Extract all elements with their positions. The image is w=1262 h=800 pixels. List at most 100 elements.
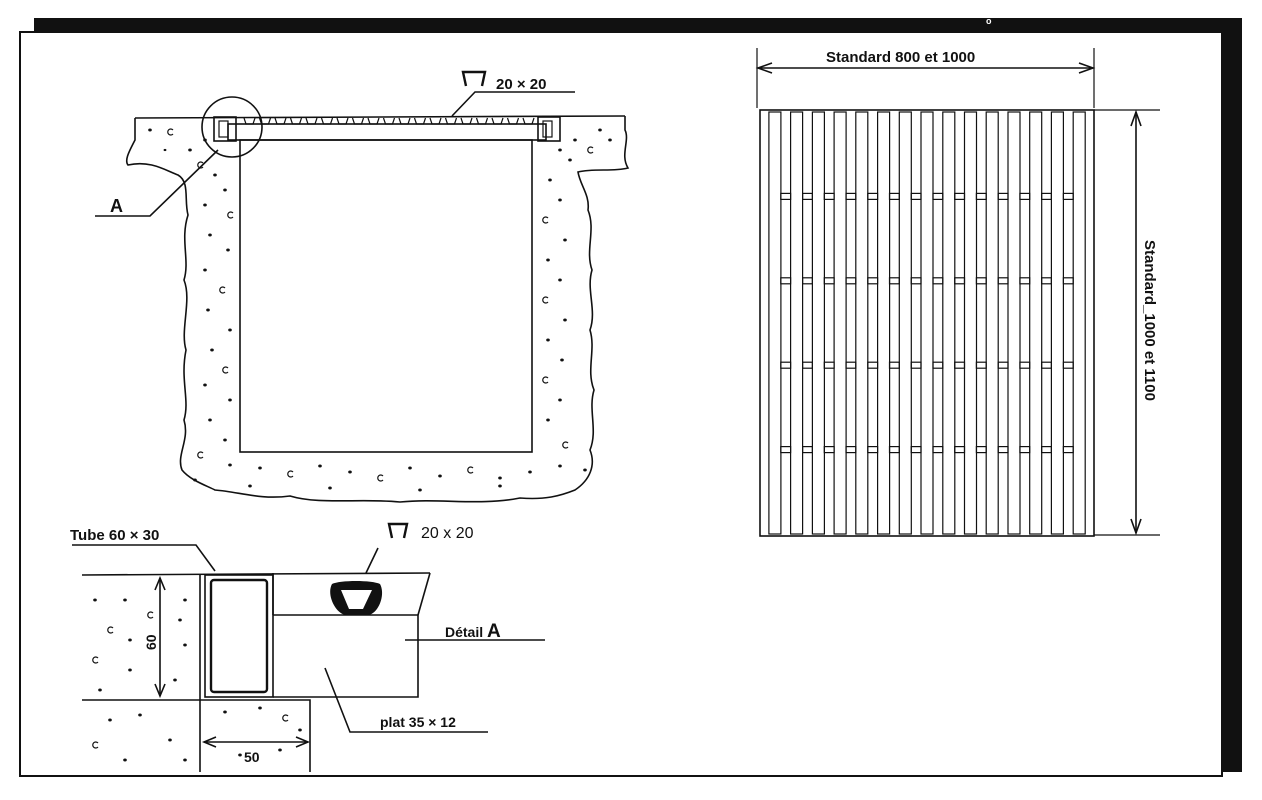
concrete-speck [128,668,132,672]
grating-bar [920,111,934,535]
grating-crossbar [888,192,900,200]
concrete-speck [203,268,207,272]
grating-crossbar [1062,192,1074,200]
grating-profile [491,117,504,125]
grating-crossbar [867,277,879,285]
dim-50-label: 50 [244,749,260,765]
concrete-speck [208,418,212,422]
grating-profile [305,117,318,125]
concrete-speck [226,248,230,252]
detail-a-section: 20 x 20 Tube 60 × 30 Détail A plat 35 × … [70,522,545,772]
width-standard-label: Standard 800 et 1000 [826,49,975,66]
concrete-speck [197,161,204,169]
concrete-speck [560,358,564,362]
grating-profile [444,117,458,125]
grating-profile [413,117,427,125]
grating-crossbar [867,446,879,454]
grating-bar [789,111,804,535]
grating-bar [1050,111,1065,535]
concrete-speck [92,741,99,749]
grating-profile [475,117,489,125]
grating-bar [833,111,847,535]
detail-profile-label: 20 x 20 [421,525,474,542]
flat-bar [273,614,419,698]
concrete-speck [248,484,252,488]
concrete-speck [328,486,332,490]
concrete-speck [348,470,352,474]
grating-profile [429,117,442,125]
concrete-speck [258,706,262,710]
grating-crossbar [910,446,922,454]
concrete-speck [163,148,167,152]
plat-label: plat 35 × 12 [380,714,456,730]
grating-crossbar [823,361,835,369]
grating-crossbar [845,277,857,285]
grating-crossbar [954,446,966,454]
grating-bar [811,111,826,535]
concrete-speck [223,438,227,442]
grating-crossbar [823,277,835,285]
grating-plan: Standard 800 et 1000 Standard_1000 et 11… [755,48,1160,537]
concrete-speck [548,178,552,182]
grating-crossbar [801,446,813,454]
grating-profile [460,117,473,125]
concrete-speck [183,643,187,647]
concrete-speck [587,146,594,154]
concrete-speck [197,451,204,459]
concrete-speck [598,128,602,132]
concrete-speck [227,211,234,219]
grating-profile [351,117,365,125]
concrete-speck [542,216,549,224]
grating-crossbar [888,361,900,369]
concrete-speck [298,728,302,732]
grating-profile [289,117,303,125]
concrete-speck [147,611,154,619]
detail-profile-icon [387,522,409,539]
grating-crossbar [1040,446,1052,454]
concrete-speck [583,468,587,472]
concrete-speck [377,474,384,482]
grating-crossbar [975,361,987,369]
concrete-speck [138,713,142,717]
concrete-speck [188,148,192,152]
concrete-speck [228,328,232,332]
concrete-speck [213,173,217,177]
detail-concrete-specks [92,598,302,762]
grating-profile [398,117,411,125]
concrete-speck [203,138,207,142]
grating-crossbar [867,192,879,200]
concrete-speck [108,718,112,722]
concrete-speck [558,148,562,152]
grating-bar [1029,111,1043,535]
concrete-speck [93,598,97,602]
grating-crossbar [888,446,900,454]
grating-crossbar [1062,277,1074,285]
grating-frame [759,109,1095,537]
concrete-speck [148,128,152,132]
grating-profile [367,117,380,125]
concrete-speck [98,688,102,692]
concrete-speck [178,618,182,622]
concrete-speck [573,138,577,142]
detail-a-label: Détail A [445,621,501,642]
concrete-speck [223,188,227,192]
concrete-speck [238,753,242,757]
grating-bar [898,111,912,535]
concrete-speck [92,656,99,664]
grating-crossbar [932,446,944,454]
grating-crossbar [910,361,922,369]
grating-crossbar [780,192,792,200]
grating-bars [768,111,1086,535]
concrete-speck [498,484,502,488]
concrete-speck [208,233,212,237]
grating-crossbar [845,192,857,200]
concrete-speck [528,470,532,474]
concrete-speck [542,376,549,384]
omega-profile [330,581,383,615]
grating-crossbar [780,361,792,369]
grating-profile [243,117,256,125]
grating-crossbar [845,446,857,454]
concrete-speck [542,296,549,304]
concrete-speck [123,598,127,602]
corner-mark: o [986,16,992,26]
